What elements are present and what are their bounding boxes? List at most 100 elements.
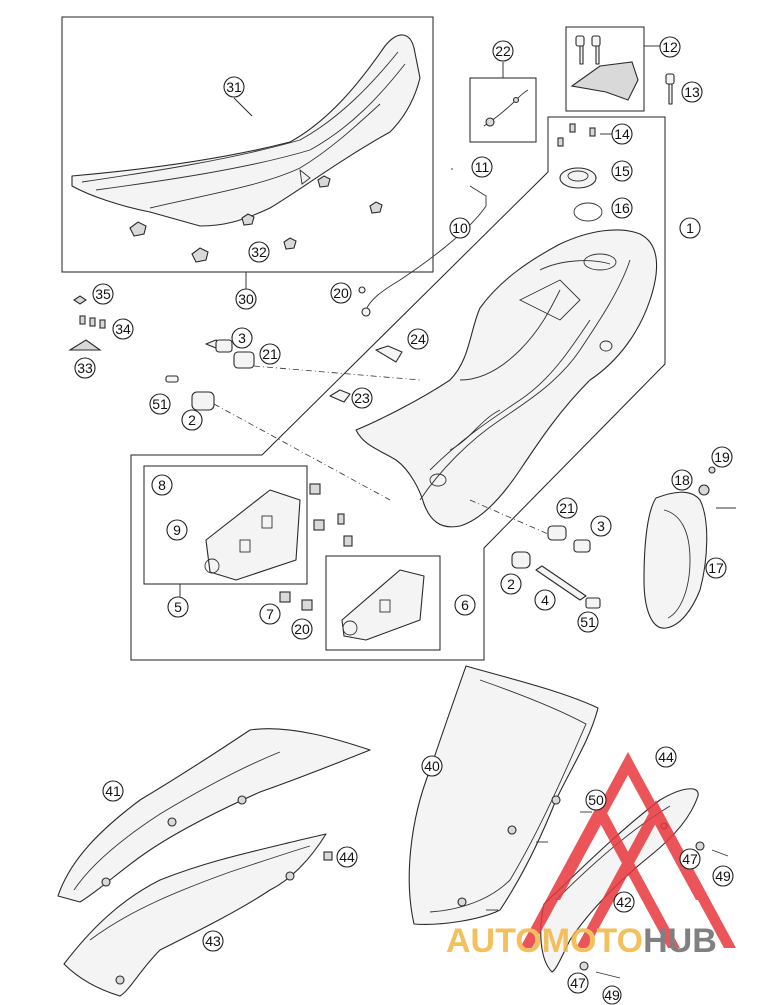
svg-text:21: 21 xyxy=(262,346,278,362)
svg-text:44: 44 xyxy=(658,749,674,765)
callout-30: 30 xyxy=(235,288,257,310)
svg-text:47: 47 xyxy=(570,975,586,991)
svg-text:17: 17 xyxy=(708,560,724,576)
seat xyxy=(71,34,421,227)
callout-20-upper: 20 xyxy=(330,282,352,304)
callout-17: 17 xyxy=(705,557,727,579)
side-panel-lower-left xyxy=(63,833,333,997)
cable-kit-box xyxy=(469,77,537,143)
callout-2-lower: 2 xyxy=(500,573,522,595)
svg-text:18: 18 xyxy=(674,472,690,488)
svg-text:51: 51 xyxy=(152,396,168,412)
watermark-text: AUTOMOTOHUB xyxy=(446,922,717,960)
callout-22: 22 xyxy=(492,40,514,62)
side-shroud-right xyxy=(643,466,736,629)
callout-21-upper: 21 xyxy=(259,343,281,365)
callout-1: 1 xyxy=(679,217,701,239)
spare-key xyxy=(665,73,675,85)
svg-text:51: 51 xyxy=(580,614,596,630)
svg-text:4: 4 xyxy=(541,592,549,608)
svg-text:34: 34 xyxy=(115,321,131,337)
svg-text:5: 5 xyxy=(174,599,182,615)
svg-text:49: 49 xyxy=(604,987,620,1003)
svg-text:49: 49 xyxy=(715,868,731,884)
callout-9: 9 xyxy=(166,519,188,541)
svg-text:19: 19 xyxy=(714,449,730,465)
svg-text:23: 23 xyxy=(354,390,370,406)
callout-24: 24 xyxy=(407,328,429,350)
callout-4: 4 xyxy=(534,589,556,611)
callout-49-upper: 49 xyxy=(712,865,734,887)
callout-layer: 31 32 30 22 12 13 14 15 16 1 11 10 20 35… xyxy=(74,36,734,1005)
callout-35: 35 xyxy=(92,283,114,305)
svg-text:22: 22 xyxy=(495,43,511,59)
callout-15: 15 xyxy=(611,160,633,182)
seat-assembly-group xyxy=(61,16,434,290)
fuel-tank xyxy=(355,229,658,528)
svg-text:3: 3 xyxy=(597,518,605,534)
svg-text:3: 3 xyxy=(238,330,246,346)
callout-34: 34 xyxy=(112,318,134,340)
svg-text:6: 6 xyxy=(461,597,469,613)
callout-51-lower: 51 xyxy=(577,611,599,633)
callout-10: 10 xyxy=(449,217,471,239)
callout-49-lower: 49 xyxy=(602,985,622,1005)
svg-text:10: 10 xyxy=(452,220,468,236)
cable-kit-group xyxy=(469,62,537,143)
callout-51-upper: 51 xyxy=(149,393,171,415)
callout-11: 11 xyxy=(471,156,493,178)
svg-text:33: 33 xyxy=(77,360,93,376)
callout-32: 32 xyxy=(248,241,270,263)
seat-rubber-buffers xyxy=(129,175,383,263)
brackets-group xyxy=(143,465,441,651)
callout-3-upper: 3 xyxy=(231,327,253,349)
svg-text:21: 21 xyxy=(559,500,575,516)
callout-12: 12 xyxy=(659,36,681,58)
svg-text:12: 12 xyxy=(662,39,678,55)
watermark-brand-hub: HUB xyxy=(643,922,717,960)
svg-text:11: 11 xyxy=(475,159,490,175)
callout-3-lower: 3 xyxy=(590,515,612,537)
svg-text:44: 44 xyxy=(339,849,355,865)
svg-text:50: 50 xyxy=(588,792,604,808)
fuel-tank-box xyxy=(130,116,666,661)
callout-14: 14 xyxy=(611,123,633,145)
svg-text:20: 20 xyxy=(333,285,349,301)
svg-text:32: 32 xyxy=(251,244,267,260)
svg-text:30: 30 xyxy=(238,291,254,307)
callout-2-upper: 2 xyxy=(181,409,203,431)
callout-23: 23 xyxy=(351,387,373,409)
callout-50: 50 xyxy=(585,789,607,811)
svg-text:43: 43 xyxy=(205,933,221,949)
svg-text:40: 40 xyxy=(424,758,440,774)
callout-41: 41 xyxy=(102,780,124,802)
callout-33: 33 xyxy=(74,357,96,379)
svg-text:20: 20 xyxy=(294,621,310,637)
bracket-right-box xyxy=(325,555,441,651)
callout-44-right: 44 xyxy=(655,746,677,768)
svg-text:1: 1 xyxy=(686,220,694,236)
callout-21-lower: 21 xyxy=(556,497,578,519)
svg-text:8: 8 xyxy=(158,477,166,493)
callout-20-lower: 20 xyxy=(291,618,313,640)
lock-set-group xyxy=(565,26,675,112)
svg-text:16: 16 xyxy=(614,200,630,216)
callout-5: 5 xyxy=(167,596,189,618)
callout-44-left: 44 xyxy=(336,846,358,868)
svg-text:31: 31 xyxy=(226,79,242,95)
svg-text:7: 7 xyxy=(266,606,274,622)
callout-42: 42 xyxy=(613,891,635,913)
callout-18: 18 xyxy=(671,469,693,491)
svg-text:47: 47 xyxy=(682,851,698,867)
svg-text:2: 2 xyxy=(188,412,196,428)
bracket-left-box xyxy=(143,465,308,585)
seat-assembly-box xyxy=(61,16,434,273)
svg-text:9: 9 xyxy=(173,522,181,538)
callout-47-lower: 47 xyxy=(567,972,589,994)
watermark-logo-triangle xyxy=(520,752,736,948)
callout-40: 40 xyxy=(421,755,443,777)
svg-text:24: 24 xyxy=(410,331,426,347)
callout-13: 13 xyxy=(681,81,703,103)
callout-43: 43 xyxy=(202,930,224,952)
